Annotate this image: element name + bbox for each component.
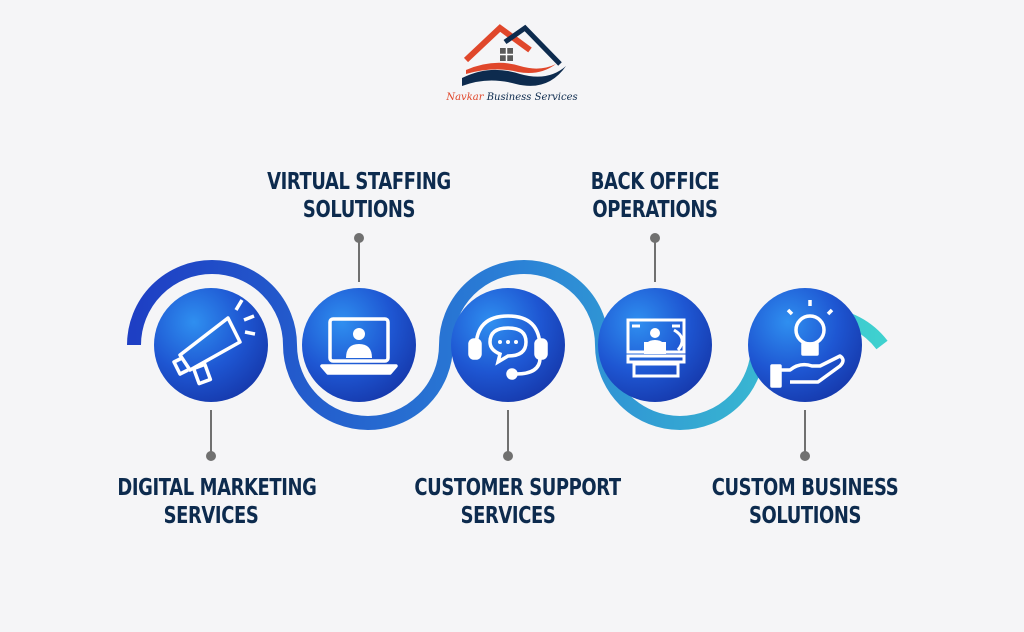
service-node-digital-marketing — [154, 288, 268, 402]
lightbulb-hand-icon — [770, 300, 845, 388]
headset-chat-icon — [468, 314, 548, 380]
label-digital-marketing: DIGITAL MARKETING SERVICES — [117, 475, 317, 529]
logo-text: Navkar Business Services — [438, 92, 586, 103]
service-node-custom-business — [748, 288, 862, 402]
service-node-customer-support — [451, 288, 565, 402]
connectors — [206, 233, 810, 461]
label-customer-support: CUSTOMER SUPPORT SERVICES — [414, 475, 621, 529]
office-worker-icon — [626, 318, 686, 378]
label-custom-business: CUSTOM BUSINESS SOLUTIONS — [711, 475, 899, 529]
label-virtual-staffing: VIRTUAL STAFFING SOLUTIONS — [267, 169, 451, 223]
logo-name-part1: Navkar — [446, 92, 484, 103]
service-node-virtual-staffing — [302, 288, 416, 402]
logo-icon — [462, 24, 566, 86]
laptop-video-call-icon — [320, 317, 398, 375]
megaphone-icon — [172, 299, 256, 386]
wave-path — [127, 260, 888, 430]
label-back-office: BACK OFFICE OPERATIONS — [590, 169, 720, 223]
service-node-back-office — [598, 288, 712, 402]
logo-name-part2: Business Services — [486, 92, 578, 103]
